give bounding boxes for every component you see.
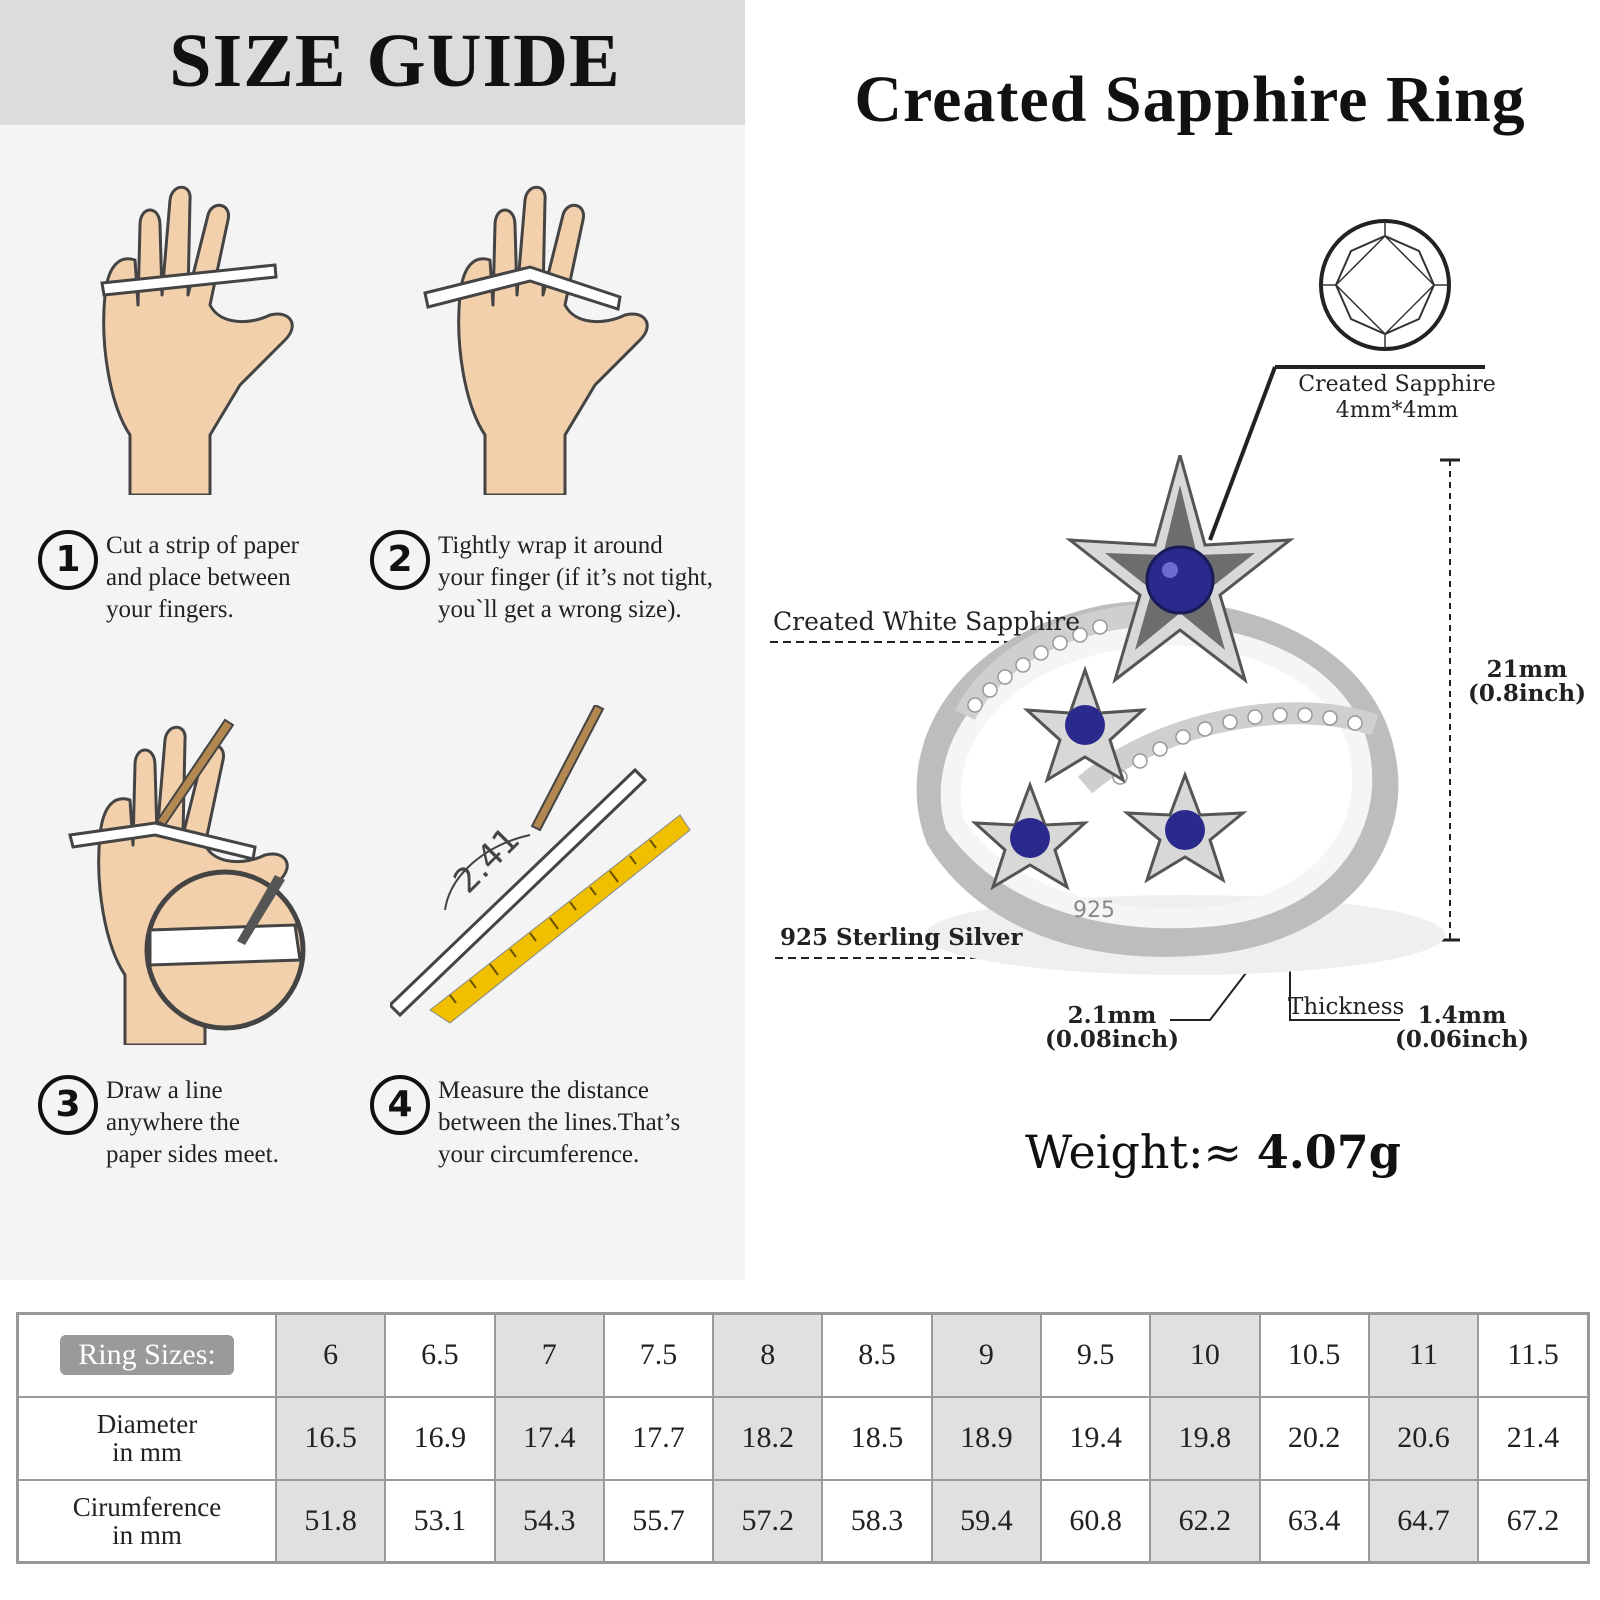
size-cell: 9: [930, 1312, 1042, 1398]
sizes-header-cell: Ring Sizes:: [16, 1312, 277, 1398]
circumference-cell: 60.8: [1039, 1478, 1152, 1564]
step-3-number: 3: [38, 1075, 98, 1135]
circumference-cell: 54.3: [493, 1478, 605, 1564]
height-label: 21mm (0.8inch): [1468, 656, 1586, 707]
circumference-cell: 63.4: [1258, 1478, 1370, 1564]
thickness-label: Thickness: [1288, 994, 1405, 1020]
circumference-cell: 64.7: [1367, 1478, 1480, 1564]
circumference-cell: 55.7: [602, 1478, 715, 1564]
size-cell: 10: [1149, 1312, 1261, 1398]
size-cell: 8.5: [821, 1312, 933, 1398]
circumference-cell: 59.4: [930, 1478, 1042, 1564]
weight-text: Weight:≈ 4.07g: [1025, 1125, 1401, 1179]
diameter-cell: 19.8: [1149, 1395, 1261, 1481]
size-cell: 9.5: [1039, 1312, 1152, 1398]
hand-illustration-step1: [100, 185, 294, 495]
step-1-number: 1: [38, 530, 98, 590]
circumference-cell: 57.2: [712, 1478, 824, 1564]
step-4-text: Measure the distance between the lines.T…: [438, 1077, 681, 1168]
circumference-cell: 67.2: [1477, 1478, 1590, 1564]
diameter-cell: 20.6: [1367, 1395, 1480, 1481]
diameter-cell: 17.7: [602, 1395, 715, 1481]
gem-cut-icon: [1319, 219, 1451, 351]
size-guide-header: [0, 0, 745, 125]
silver-label: 925 Sterling Silver: [780, 924, 1023, 951]
size-cell: 10.5: [1258, 1312, 1370, 1398]
size-cell: 8: [712, 1312, 824, 1398]
step-1-text: Cut a strip of paper and place between y…: [106, 532, 300, 623]
diameter-cell: 16.9: [384, 1395, 496, 1481]
ring-illustration: 925: [916, 455, 1445, 975]
circumference-cell: 62.2: [1149, 1478, 1261, 1564]
stamp-925: 925: [1073, 898, 1115, 923]
step-2-text: Tightly wrap it around your finger (if i…: [438, 532, 713, 623]
size-cell: 11.5: [1477, 1312, 1590, 1398]
size-cell: 7: [493, 1312, 605, 1398]
diameter-cell: 21.4: [1477, 1395, 1590, 1481]
size-guide-panel: [0, 0, 745, 1280]
white-sapphire-label: Created White Sapphire: [773, 607, 1081, 636]
step-2-number: 2: [370, 530, 430, 590]
sapphire-label: Created Sapphire 4mm*4mm: [1298, 372, 1496, 423]
ruler-illustration-step4: 2.41: [390, 705, 691, 1024]
ring-sizes-label: Ring Sizes:: [60, 1335, 234, 1376]
diameter-cell: 18.2: [712, 1395, 824, 1481]
size-cell: 6: [274, 1312, 387, 1398]
circumference-cell: 58.3: [821, 1478, 933, 1564]
size-cell: 6.5: [384, 1312, 496, 1398]
hand-illustration-step3: [68, 718, 306, 1045]
diameter-cell: 18.5: [821, 1395, 933, 1481]
circumference-cell: 53.1: [384, 1478, 496, 1564]
hand-illustration-step2: [423, 185, 649, 495]
thick-label: 1.4mm (0.06inch): [1395, 1002, 1529, 1053]
step-4-number: 4: [370, 1075, 430, 1135]
size-cell: 11: [1367, 1312, 1480, 1398]
width-label: 2.1mm (0.08inch): [1045, 1002, 1179, 1053]
diameter-cell: 16.5: [274, 1395, 387, 1481]
size-guide-title: SIZE GUIDE: [169, 19, 621, 103]
diameter-cell: 19.4: [1039, 1395, 1152, 1481]
size-cell: 7.5: [602, 1312, 715, 1398]
step-3-text: Draw a line anywhere the paper sides mee…: [106, 1077, 279, 1168]
product-title: Created Sapphire Ring: [854, 63, 1526, 136]
ring-size-table: Ring Sizes: 6 6.5 7 7.5 8 8.5 9 9.5 10 1…: [16, 1312, 1590, 1564]
circumference-cell: 51.8: [274, 1478, 387, 1564]
diameter-cell: 20.2: [1258, 1395, 1370, 1481]
diameter-cell: 17.4: [493, 1395, 605, 1481]
diameter-cell: 18.9: [930, 1395, 1042, 1481]
sizes-row: Ring Sizes: 6 6.5 7 7.5 8 8.5 9 9.5 10 1…: [16, 1312, 1590, 1398]
